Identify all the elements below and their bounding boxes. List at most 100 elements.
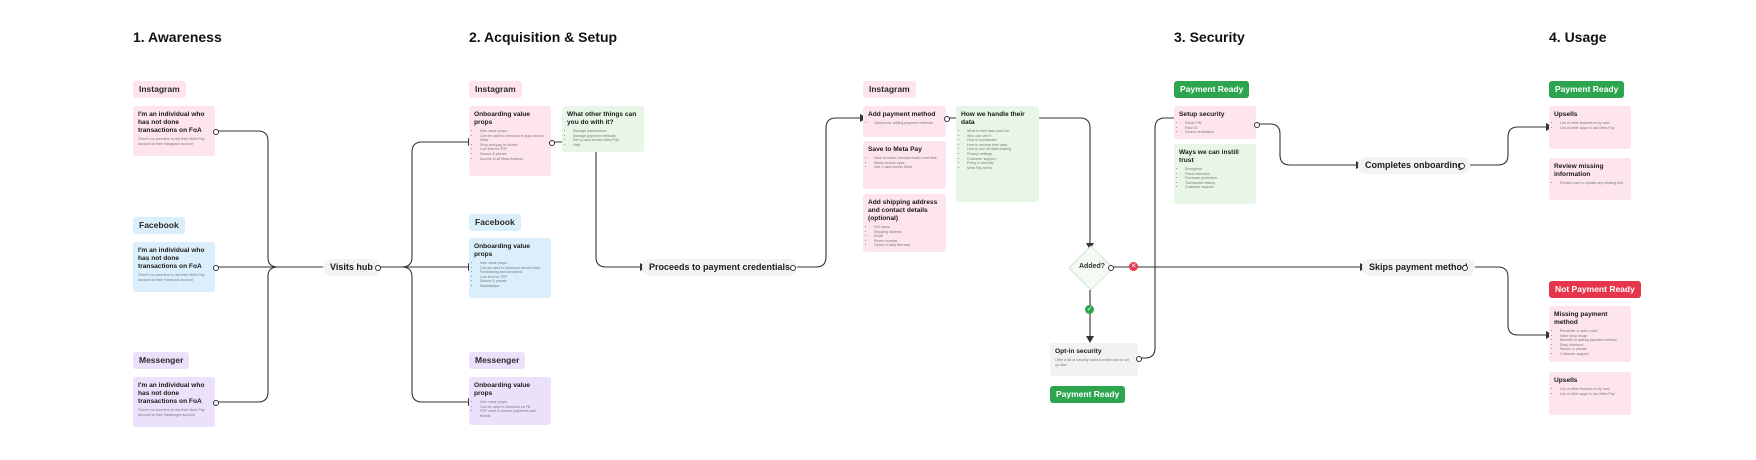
optin-security-card[interactable]: Opt-in security Offer a list of security… bbox=[1050, 343, 1138, 376]
card-title: Review missing information bbox=[1554, 163, 1604, 178]
list-item: What is their data used for bbox=[967, 129, 1034, 134]
awareness-messenger-tag: Messenger bbox=[133, 352, 190, 369]
port-aware-fb bbox=[213, 265, 219, 271]
list-item: Benefits of adding payment method bbox=[1560, 338, 1626, 343]
stage-acquisition-heading: 2. Acquisition & Setup bbox=[469, 29, 618, 45]
link-skip-missing bbox=[1465, 266, 1546, 336]
list-item: Low fees for P2P bbox=[480, 275, 546, 280]
port-proceeds bbox=[790, 265, 796, 271]
card-title: Setup security bbox=[1179, 111, 1225, 118]
list-item: Use 1 card across Meta bbox=[874, 165, 941, 170]
upsells-list: List of other features to try next List … bbox=[1554, 121, 1626, 130]
list-item: Privacy settings bbox=[967, 152, 1034, 157]
payment-instagram-tag: Instagram bbox=[863, 81, 916, 98]
list-item: Encryption bbox=[1185, 167, 1251, 172]
link-ig-aware-hub bbox=[216, 130, 326, 268]
side-note-list: Manage transactions Manage payment metho… bbox=[567, 129, 639, 147]
port-hub bbox=[375, 265, 381, 271]
setup-security-card[interactable]: Setup security Setup PIN Face ID Device … bbox=[1174, 106, 1256, 139]
handle-data-card[interactable]: How we handle their data What is their d… bbox=[956, 106, 1039, 202]
list-item: Secure & private bbox=[480, 279, 546, 284]
review-list: Remind user to update any missing info bbox=[1554, 181, 1626, 186]
review-missing-card[interactable]: Review missing information Remind user t… bbox=[1549, 158, 1631, 200]
port-aware-ig bbox=[213, 129, 219, 135]
card-title: I'm an individual who has not done trans… bbox=[138, 111, 205, 134]
missing-payment-list: Reminder to add a card Value prop recap … bbox=[1554, 329, 1626, 357]
awareness-instagram-card[interactable]: I'm an individual who has not done trans… bbox=[133, 106, 215, 156]
usage-upsells-bottom-card[interactable]: Upsells List of other features to try ne… bbox=[1549, 372, 1631, 415]
link-optin-setup bbox=[1140, 117, 1174, 359]
completes-onboarding-step[interactable]: Completes onboarding bbox=[1358, 157, 1471, 174]
card-title: Upsells bbox=[1554, 377, 1578, 384]
visits-hub-step[interactable]: Visits hub bbox=[323, 259, 380, 276]
list-item: Works across apps bbox=[874, 161, 941, 166]
stage-usage-heading: 4. Usage bbox=[1549, 29, 1607, 45]
list-item: Customer support bbox=[1185, 185, 1251, 190]
list-item: Remind user to update any missing info bbox=[1560, 181, 1626, 186]
card-title: How we handle their data bbox=[961, 111, 1025, 126]
skips-payment-step[interactable]: Skips payment method bbox=[1362, 259, 1475, 276]
awareness-instagram-tag: Instagram bbox=[133, 81, 186, 98]
save-meta-pay-card[interactable]: Save to Meta Pay Save to make checkout f… bbox=[863, 141, 946, 189]
acquisition-instagram-list: Intro value props Can be used to checkou… bbox=[474, 129, 546, 161]
link-proceeds-payment bbox=[793, 117, 860, 268]
awareness-messenger-card[interactable]: I'm an individual who has not done trans… bbox=[133, 377, 215, 427]
list-item: Customer support bbox=[967, 157, 1034, 162]
link-completes-upsells bbox=[1462, 126, 1546, 166]
add-payment-method-card[interactable]: Add payment method Options for adding pa… bbox=[863, 106, 946, 137]
port-skips bbox=[1462, 265, 1468, 271]
card-title: Add shipping address and contact details… bbox=[868, 199, 938, 222]
usage-upsells-card[interactable]: Upsells List of other features to try ne… bbox=[1549, 106, 1631, 149]
stage-security-heading: 3. Security bbox=[1174, 29, 1245, 45]
awareness-facebook-card[interactable]: I'm an individual who has not done trans… bbox=[133, 242, 215, 292]
save-meta-pay-list: Save to make checkout faster next time W… bbox=[868, 156, 941, 170]
list-item: Options for adding payment methods bbox=[874, 121, 941, 126]
list-item: Intro value props bbox=[480, 261, 546, 266]
list-item: Intro value props bbox=[480, 400, 546, 405]
list-item: Can be used to checkout on FB bbox=[480, 405, 546, 410]
list-item: How is it protected bbox=[967, 138, 1034, 143]
card-title: Save to Meta Pay bbox=[868, 146, 922, 153]
awareness-facebook-tag: Facebook bbox=[133, 217, 185, 234]
list-item: Who can see it bbox=[967, 134, 1034, 139]
instill-trust-list: Encryption Fraud detection Purchase prot… bbox=[1179, 167, 1251, 190]
port-setup bbox=[1254, 122, 1260, 128]
card-title: I'm an individual who has not done trans… bbox=[138, 382, 205, 405]
link-hub-ig bbox=[378, 141, 468, 268]
yes-icon: ✓ bbox=[1085, 305, 1094, 314]
list-item: List of other apps to use Meta Pay bbox=[1560, 392, 1626, 397]
acquisition-facebook-tag: Facebook bbox=[469, 214, 521, 231]
missing-payment-card[interactable]: Missing payment method Reminder to add a… bbox=[1549, 306, 1631, 362]
instill-trust-card[interactable]: Ways we can instill trust Encryption Fra… bbox=[1174, 144, 1256, 204]
list-item: Phone number bbox=[874, 239, 941, 244]
acquisition-instagram-card[interactable]: Onboarding value props Intro value props… bbox=[469, 106, 551, 176]
setup-security-list: Setup PIN Face ID Device verification bbox=[1179, 121, 1251, 135]
acquisition-facebook-card[interactable]: Onboarding value props Intro value props… bbox=[469, 238, 551, 298]
port-completes bbox=[1459, 163, 1465, 169]
acquisition-side-note-card[interactable]: What other things can you do with it? Ma… bbox=[562, 106, 644, 152]
list-item: Email bbox=[874, 234, 941, 239]
card-title: Opt-in security bbox=[1055, 348, 1102, 355]
list-item: P2P, send & receive payments with friend… bbox=[480, 409, 546, 418]
list-item: List of other features to try next bbox=[1560, 121, 1626, 126]
list-item: Save to make checkout faster next time bbox=[874, 156, 941, 161]
proceeds-step[interactable]: Proceeds to payment credentials bbox=[642, 259, 798, 276]
card-body: Offer a list of security options which c… bbox=[1055, 358, 1130, 367]
stage-awareness-heading: 1. Awareness bbox=[133, 29, 222, 45]
card-title: Upsells bbox=[1554, 111, 1578, 118]
list-item: Full name bbox=[874, 225, 941, 230]
card-body: There's no incentive to link their Meta … bbox=[138, 137, 205, 146]
no-icon: ✕ bbox=[1129, 262, 1138, 271]
list-item: List of other features to try next bbox=[1560, 387, 1626, 392]
list-item: Reminder to add a card bbox=[1560, 329, 1626, 334]
add-payment-list: Options for adding payment methods bbox=[868, 121, 941, 126]
list-item: Option to skip this step bbox=[874, 243, 941, 248]
list-item: Face ID bbox=[1185, 126, 1251, 131]
list-item: Access to all Meta features bbox=[480, 157, 546, 162]
shipping-details-card[interactable]: Add shipping address and contact details… bbox=[863, 194, 946, 252]
card-title: Add payment method bbox=[868, 111, 936, 118]
acquisition-messenger-card[interactable]: Onboarding value props Intro value props… bbox=[469, 377, 551, 425]
list-item: Can be used to checkout in apps across M… bbox=[480, 134, 546, 143]
